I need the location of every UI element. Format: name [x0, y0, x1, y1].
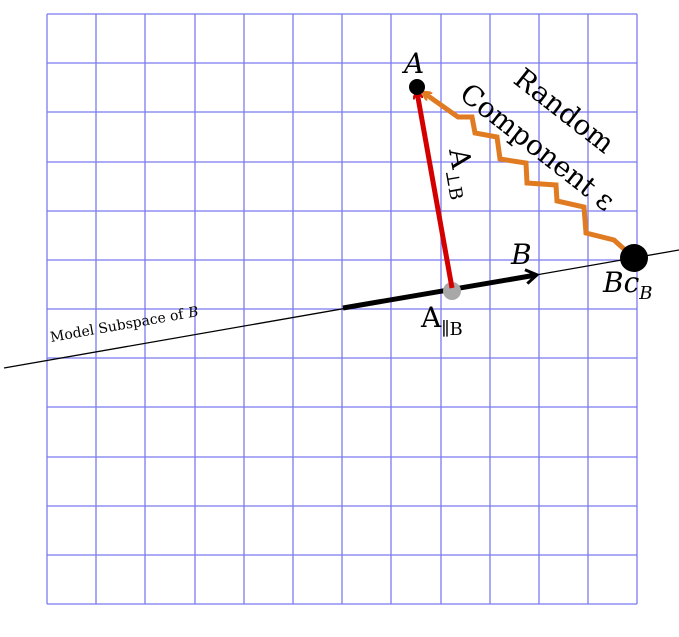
label-point-a: A — [401, 47, 424, 80]
vector-b-arrow — [342, 275, 536, 311]
label-vector-b: B — [510, 238, 532, 271]
point-bc — [620, 244, 648, 272]
label-perp-component: A⊥B — [437, 145, 483, 202]
label-parallel-component: A∥B — [420, 301, 463, 340]
point-a — [409, 79, 425, 95]
random-component-path — [424, 93, 636, 260]
model-subspace-line — [3, 249, 679, 369]
svg-text:A⊥B: A⊥B — [437, 145, 483, 202]
grid — [46, 13, 638, 605]
projection-point — [443, 282, 461, 300]
perpendicular-vector-arrow — [417, 92, 455, 289]
label-bc: BcB — [602, 266, 653, 304]
